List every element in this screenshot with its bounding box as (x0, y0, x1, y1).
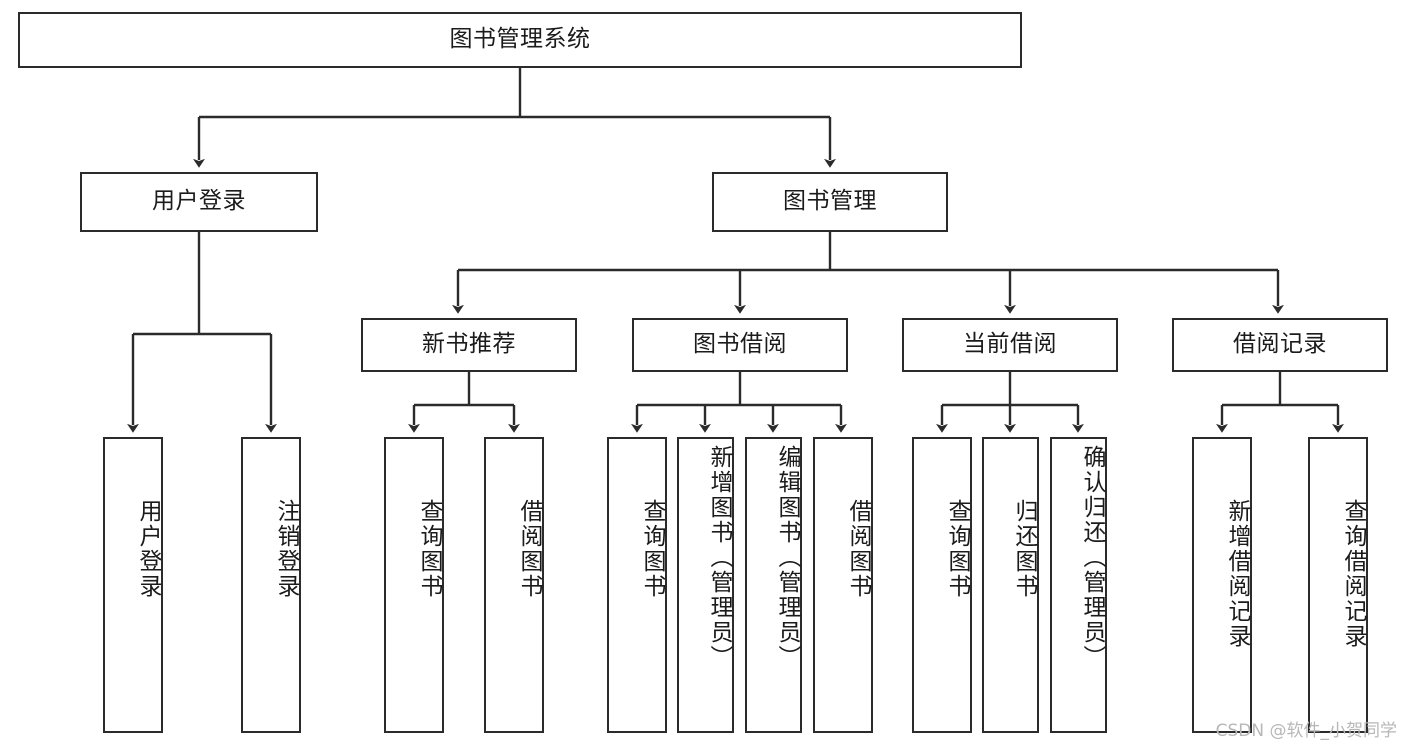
node-leaf-user-login[interactable]: 用户登录 (103, 437, 163, 733)
node-label: 新增借阅记录 (1224, 499, 1250, 649)
node-label: 图书管理系统 (449, 26, 591, 53)
node-leaf-query-book-2[interactable]: 查询图书 (607, 437, 667, 733)
node-label: 用户登录 (152, 188, 246, 215)
node-label: 查询图书 (639, 499, 665, 599)
node-label: 当前借阅 (963, 331, 1057, 358)
node-label: 确认归还（管理员） (1079, 445, 1105, 670)
watermark-text: CSDN @软件_小贺同学 (1215, 721, 1397, 741)
node-leaf-borrow-book-2[interactable]: 借阅图书 (813, 437, 873, 733)
node-label: 借阅图书 (845, 499, 871, 599)
node-label: 编辑图书（管理员） (774, 445, 800, 670)
node-label: 借阅图书 (516, 499, 542, 599)
node-leaf-logout[interactable]: 注销登录 (241, 437, 301, 733)
node-current-borrow[interactable]: 当前借阅 (902, 318, 1118, 372)
node-root-system[interactable]: 图书管理系统 (18, 12, 1022, 68)
node-book-manage[interactable]: 图书管理 (712, 172, 948, 232)
node-borrow-record[interactable]: 借阅记录 (1172, 318, 1388, 372)
node-label: 注销登录 (273, 499, 299, 599)
node-label: 用户登录 (135, 499, 161, 599)
node-leaf-query-record[interactable]: 查询借阅记录 (1308, 437, 1368, 733)
node-leaf-return-book[interactable]: 归还图书 (982, 437, 1039, 733)
node-leaf-confirm-return[interactable]: 确认归还（管理员） (1050, 437, 1107, 733)
node-label: 图书借阅 (693, 331, 787, 358)
node-label: 查询图书 (944, 499, 970, 599)
node-leaf-query-book-1[interactable]: 查询图书 (384, 437, 444, 733)
node-leaf-edit-book[interactable]: 编辑图书（管理员） (745, 437, 802, 733)
node-leaf-add-record[interactable]: 新增借阅记录 (1192, 437, 1252, 733)
node-label: 查询借阅记录 (1340, 499, 1366, 649)
node-user-login[interactable]: 用户登录 (80, 172, 318, 232)
node-book-borrow[interactable]: 图书借阅 (632, 318, 848, 372)
node-label: 新增图书（管理员） (706, 445, 732, 670)
node-label: 新书推荐 (422, 331, 516, 358)
node-label: 借阅记录 (1233, 331, 1327, 358)
node-label: 图书管理 (783, 188, 877, 215)
node-leaf-add-book[interactable]: 新增图书（管理员） (677, 437, 734, 733)
node-leaf-query-book-3[interactable]: 查询图书 (912, 437, 972, 733)
node-label: 查询图书 (416, 499, 442, 599)
node-new-book-recommend[interactable]: 新书推荐 (361, 318, 577, 372)
node-label: 归还图书 (1011, 499, 1037, 599)
node-leaf-borrow-book-1[interactable]: 借阅图书 (484, 437, 544, 733)
